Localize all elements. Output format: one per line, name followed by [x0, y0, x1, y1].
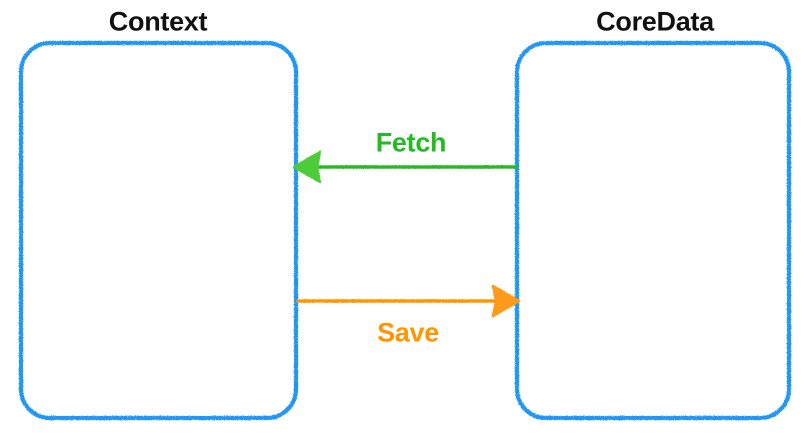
- node-context-shape[interactable]: [18, 40, 299, 421]
- edge-fetch-arrow[interactable]: [292, 150, 519, 184]
- node-title-coredata: CoreData: [596, 6, 714, 37]
- node-title-context: Context: [108, 6, 208, 37]
- node-coredata-shape[interactable]: [514, 40, 792, 421]
- edge-save-arrow[interactable]: [296, 284, 521, 318]
- edge-label-save: Save: [377, 317, 439, 348]
- edge-label-fetch: Fetch: [375, 127, 447, 158]
